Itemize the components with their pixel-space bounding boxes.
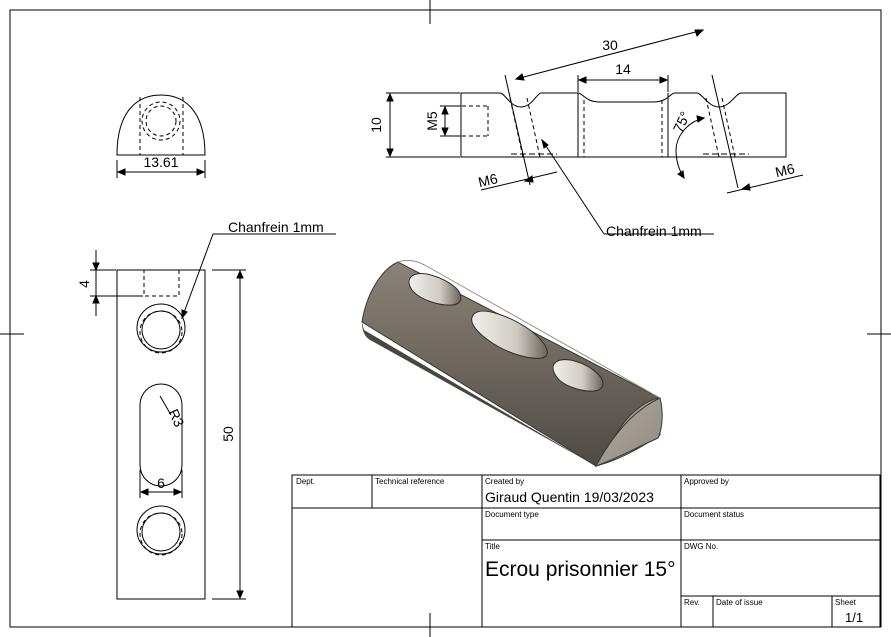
chamfer-note-top: Chanfrein 1mm: [228, 219, 324, 235]
created-by-label: Created by: [485, 477, 524, 486]
isometric-render: [361, 259, 663, 467]
angle-75-dimension: 75°: [670, 109, 693, 135]
doc-type-label: Document type: [485, 510, 539, 519]
chamfer-note-front: Chanfrein 1mm: [606, 223, 702, 239]
approved-by-label: Approved by: [684, 477, 729, 486]
rev-label: Rev.: [684, 598, 700, 607]
offset-4-dimension: 4: [76, 280, 92, 288]
date-issue-label: Date of issue: [716, 598, 763, 607]
thread-m6-left-dimension: M6: [477, 170, 500, 190]
dept-label: Dept.: [296, 477, 315, 486]
tech-ref-label: Technical reference: [375, 477, 445, 486]
radius-r3-dimension: R3: [165, 406, 187, 429]
dwg-no-label: DWG No.: [684, 542, 718, 551]
width-dimension: 13.61: [143, 154, 178, 170]
length-30-dimension: 30: [602, 37, 618, 53]
sheet-label: Sheet: [835, 598, 857, 607]
height-10-dimension: 10: [368, 117, 384, 133]
thread-m6-right-dimension: M6: [774, 160, 797, 180]
end-view: [116, 94, 206, 178]
thread-m5-dimension: M5: [424, 111, 440, 131]
sheet-value: 1/1: [845, 610, 863, 625]
created-by-value: Giraud Quentin 19/03/2023: [485, 489, 654, 505]
title-label: Title: [485, 542, 500, 551]
slot-14-dimension: 14: [615, 61, 631, 77]
front-view: [386, 29, 804, 235]
doc-status-label: Document status: [684, 510, 744, 519]
title-block: [291, 474, 881, 628]
top-view: [90, 233, 336, 600]
length-50-dimension: 50: [220, 426, 236, 442]
slot-width-6-dimension: 6: [157, 475, 165, 491]
drawing-title: Ecrou prisonnier 15°: [485, 558, 676, 581]
